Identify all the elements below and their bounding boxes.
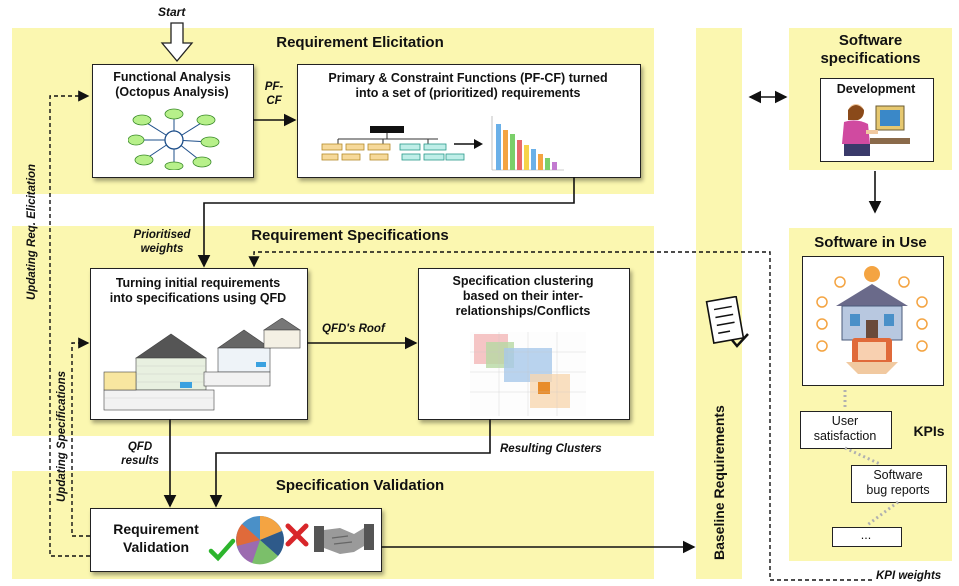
user-satisfaction-box xyxy=(800,411,892,449)
functional-analysis-text: Functional Analysis (Octopus Analysis) xyxy=(113,70,231,99)
software-in-use-title: Software in Use xyxy=(814,234,927,251)
cross-icon xyxy=(285,523,309,547)
primary-functions-box xyxy=(297,64,641,178)
specification-validation-title: Specification Validation xyxy=(275,477,445,494)
specification-clusters-matrix-icon xyxy=(470,332,586,416)
hierarchy-tree-icon xyxy=(321,126,465,161)
prioritised-weights-label: Prioritised weights xyxy=(133,229,191,255)
kpi-weights-label: KPI weights xyxy=(876,570,942,582)
requirement-specifications-title: Requirement Specifications xyxy=(251,227,449,244)
requirement-elicitation-title: Requirement Elicitation xyxy=(276,34,444,51)
start-arrow xyxy=(160,22,194,63)
software-specifications-title: Software specifications xyxy=(820,32,921,67)
pie-chart-icon xyxy=(236,516,284,565)
kpis-label: KPIs xyxy=(913,423,945,439)
qfd-house-of-quality-icon xyxy=(103,318,301,411)
user-satisfaction-text: User satisfaction xyxy=(813,414,877,443)
handshake-icon xyxy=(314,524,374,554)
pf-cf-label: PF- CF xyxy=(264,81,284,107)
start-label: Start xyxy=(158,5,186,19)
checklist-icon xyxy=(705,296,749,348)
developer-icon xyxy=(842,104,910,156)
more-kpis-text: ... xyxy=(860,528,872,542)
primary-functions-text: Primary & Constraint Functions (PF-CF) t… xyxy=(328,71,608,100)
arrow-right-icon xyxy=(454,139,483,149)
prioritized-bar-chart-icon xyxy=(491,116,564,171)
qfd-box-text: Turning initial requirements into specif… xyxy=(109,276,287,305)
resulting-clusters-label: Resulting Clusters xyxy=(500,443,602,455)
software-bug-reports-text: Software bug reports xyxy=(866,468,930,497)
smart-home-icon xyxy=(816,266,928,374)
qfd-results-label: QFD results xyxy=(121,441,159,467)
more-kpis-box xyxy=(832,527,902,547)
development-text: Development xyxy=(836,82,916,96)
checkmark-icon xyxy=(208,538,236,562)
octopus-diagram-icon xyxy=(128,108,220,170)
software-bug-reports-box xyxy=(851,465,947,503)
requirement-validation-text: Requirement Validation xyxy=(113,521,199,555)
qfd-roof-label: QFD's Roof xyxy=(322,323,385,335)
functional-analysis-box xyxy=(92,64,254,178)
clustering-box-text: Specification clustering based on their … xyxy=(452,274,594,318)
